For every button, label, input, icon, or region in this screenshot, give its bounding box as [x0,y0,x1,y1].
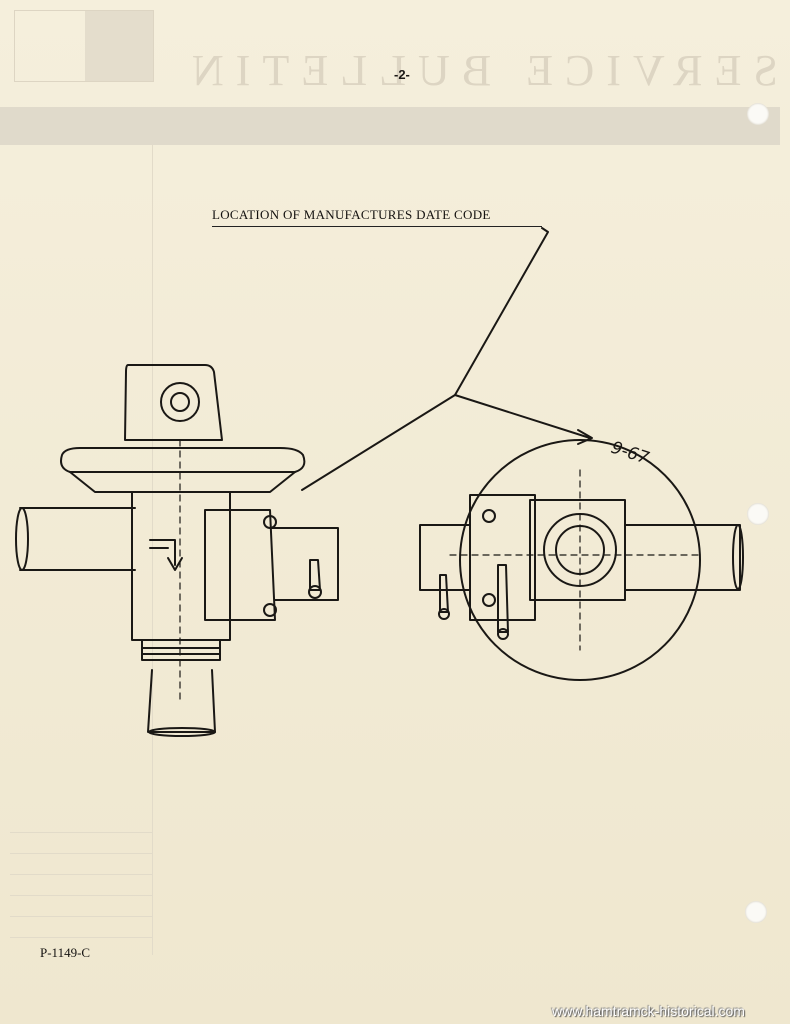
ghost-sidebar-divider [152,145,153,955]
leader-arrow-head [577,429,593,445]
ghost-logo [14,10,154,82]
form-number: P-1149-C [40,945,91,960]
caption-underline [212,226,542,227]
figure-caption: LOCATION OF MANUFACTURES DATE CODE [212,207,491,222]
valve-diaphragm-flange [60,447,306,473]
leader-line [301,227,549,491]
valve-top-cap [124,364,223,441]
valve-inlet-pipe [19,507,136,571]
site-watermark: www.hamtramck-historical.com [552,1003,745,1019]
punch-hole-top [747,103,769,125]
leader-arrow-line [454,394,591,439]
ghost-header-band [0,107,780,145]
punch-hole-bottom [745,901,767,923]
page-number: -2- [394,67,410,82]
valve-outlet-pipe [624,524,741,591]
valve-top-view-body [459,439,701,681]
handwritten-date-code: 9-67 [608,438,651,469]
punch-hole-middle [747,503,769,525]
